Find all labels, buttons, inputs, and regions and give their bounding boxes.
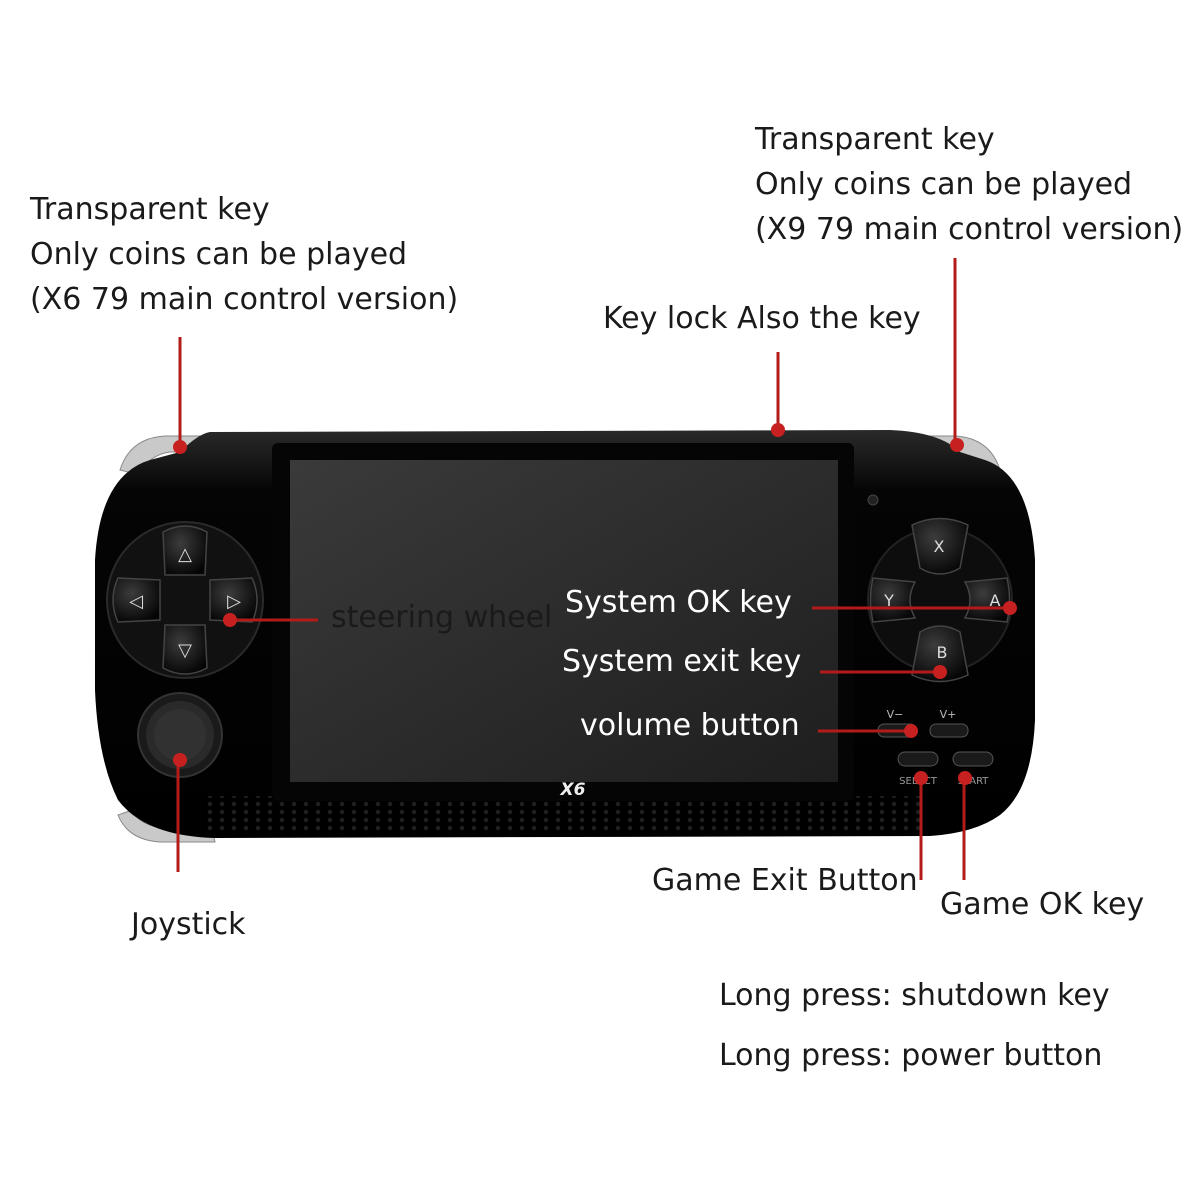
analog-joystick[interactable] [137, 692, 223, 778]
label-right-transparent-key: Transparent key Only coins can be played… [755, 117, 1183, 252]
dpad-right-button [209, 577, 258, 623]
x-button-label: X [934, 537, 945, 556]
label-system-ok-key: System OK key [565, 585, 792, 620]
callout-dot-game-exit [914, 771, 928, 785]
label-right-transparent-line-1: Transparent key [755, 122, 995, 157]
label-game-ok-key: Game OK key [940, 887, 1145, 922]
callout-dot-system-ok [1003, 601, 1017, 615]
x-button [911, 517, 969, 575]
dpad-left-glyph: ◁ [129, 591, 143, 612]
label-system-exit-key: System exit key [562, 644, 802, 679]
label-right-transparent-line-2: Only coins can be played [755, 167, 1133, 202]
label-long-press-power: Long press: power button [719, 1038, 1103, 1073]
label-steering-wheel: steering wheel [331, 600, 553, 635]
callout-dot-volume [904, 724, 918, 738]
model-label: X6 [560, 780, 586, 800]
callout-dot-steering [223, 613, 237, 627]
select-button[interactable] [897, 751, 939, 767]
label-key-lock: Key lock Also the key [603, 301, 921, 336]
callout-dot-joystick [173, 753, 187, 767]
label-left-transparent-line-3: (X6 79 main control version) [30, 282, 459, 317]
dpad-up-button [162, 525, 208, 576]
start-label: START [958, 776, 990, 787]
dpad-right-glyph: ▷ [227, 591, 241, 612]
callout-dot-game-ok [958, 771, 972, 785]
sensor-dot [867, 494, 879, 506]
callout-dot-key-lock [771, 423, 785, 437]
y-button-label: Y [883, 591, 894, 610]
label-left-transparent-key: Transparent key Only coins can be played… [30, 187, 458, 322]
callout-dot-right-transparent [950, 438, 964, 452]
y-button [869, 577, 917, 623]
label-game-exit-button: Game Exit Button [652, 863, 918, 898]
dpad-up-glyph: △ [178, 544, 192, 565]
label-joystick: Joystick [131, 907, 246, 942]
start-button[interactable] [952, 751, 994, 767]
b-button [911, 625, 969, 683]
callouts [173, 258, 1017, 880]
label-volume-button: volume button [580, 708, 800, 743]
dpad-down-button [162, 624, 208, 675]
speaker-grill [200, 796, 920, 834]
dpad[interactable]: △ ◁ ▷ ▽ [106, 521, 264, 679]
volume-down-label: V− [887, 708, 904, 721]
a-button-label: A [990, 591, 1001, 610]
face-buttons[interactable]: X Y A B [867, 517, 1013, 683]
screen [290, 460, 838, 782]
label-left-transparent-line-1: Transparent key [30, 192, 270, 227]
b-button-label: B [937, 643, 948, 662]
label-left-transparent-line-2: Only coins can be played [30, 237, 408, 272]
label-long-press-shutdown: Long press: shutdown key [719, 978, 1110, 1013]
volume-up-button[interactable] [929, 723, 969, 738]
callout-dot-system-exit [933, 665, 947, 679]
a-button [963, 577, 1011, 623]
callout-dot-left-transparent [173, 440, 187, 454]
dpad-down-glyph: ▽ [178, 640, 192, 661]
dpad-left-button [112, 577, 161, 623]
volume-up-label: V+ [940, 708, 957, 721]
label-right-transparent-line-3: (X9 79 main control version) [755, 212, 1184, 247]
